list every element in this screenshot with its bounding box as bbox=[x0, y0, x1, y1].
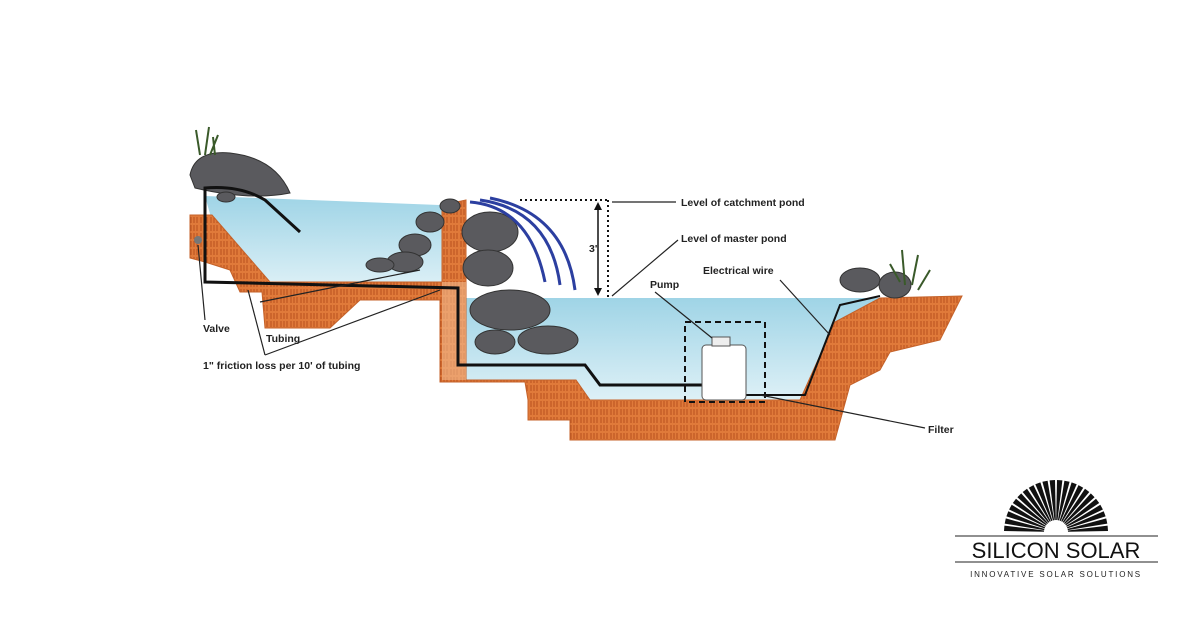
label-friction: 1" friction loss per 10' of tubing bbox=[203, 360, 360, 372]
sunburst-icon bbox=[1004, 480, 1108, 532]
waterfall bbox=[469, 196, 577, 291]
label-wire: Electrical wire bbox=[703, 265, 774, 277]
sun-ray bbox=[1062, 488, 1090, 523]
logo-tagline: INNOVATIVE SOLAR SOLUTIONS bbox=[970, 570, 1142, 579]
sun-ray bbox=[1004, 518, 1045, 531]
label-tubing: Tubing bbox=[266, 333, 300, 345]
sun-ray bbox=[1067, 518, 1108, 531]
silicon-solar-logo: SILICON SOLAR INNOVATIVE SOLAR SOLUTIONS bbox=[955, 480, 1158, 579]
sun-ray bbox=[1012, 498, 1047, 526]
label-pump: Pump bbox=[650, 279, 679, 291]
sun-ray bbox=[1022, 488, 1050, 523]
sun-ray bbox=[1067, 511, 1106, 529]
logo-name: SILICON SOLAR bbox=[972, 538, 1141, 563]
label-height: 3' bbox=[589, 243, 597, 255]
sun-ray bbox=[1017, 493, 1048, 524]
master-pond-water bbox=[465, 298, 880, 402]
sun-ray bbox=[1056, 480, 1063, 521]
sun-ray bbox=[1028, 485, 1051, 522]
tubing bbox=[203, 186, 712, 387]
label-master: Level of master pond bbox=[681, 233, 787, 245]
valve-icon bbox=[194, 236, 202, 244]
sun-ray bbox=[1006, 511, 1045, 529]
sun-ray bbox=[1057, 480, 1070, 521]
sun-ray bbox=[1035, 482, 1053, 521]
rocks bbox=[189, 152, 912, 355]
sun-ray bbox=[1049, 480, 1056, 521]
label-filter: Filter bbox=[928, 424, 954, 436]
sun-ray bbox=[1042, 480, 1055, 521]
sun-ray bbox=[1009, 504, 1046, 527]
sun-ray bbox=[1067, 525, 1108, 532]
sun-ray bbox=[1065, 498, 1100, 526]
sun-ray bbox=[1059, 482, 1077, 521]
pump-icon bbox=[701, 344, 747, 401]
sun-ray bbox=[1004, 525, 1045, 532]
grass bbox=[195, 126, 931, 291]
sun-ray bbox=[1064, 493, 1095, 524]
label-catchment: Level of catchment pond bbox=[681, 197, 805, 209]
sun-ray bbox=[1061, 485, 1084, 522]
sun-ray bbox=[1066, 504, 1103, 527]
label-valve: Valve bbox=[203, 323, 230, 335]
divider-wall bbox=[442, 282, 466, 380]
electrical-wire bbox=[745, 295, 881, 396]
filter-box bbox=[684, 321, 766, 403]
